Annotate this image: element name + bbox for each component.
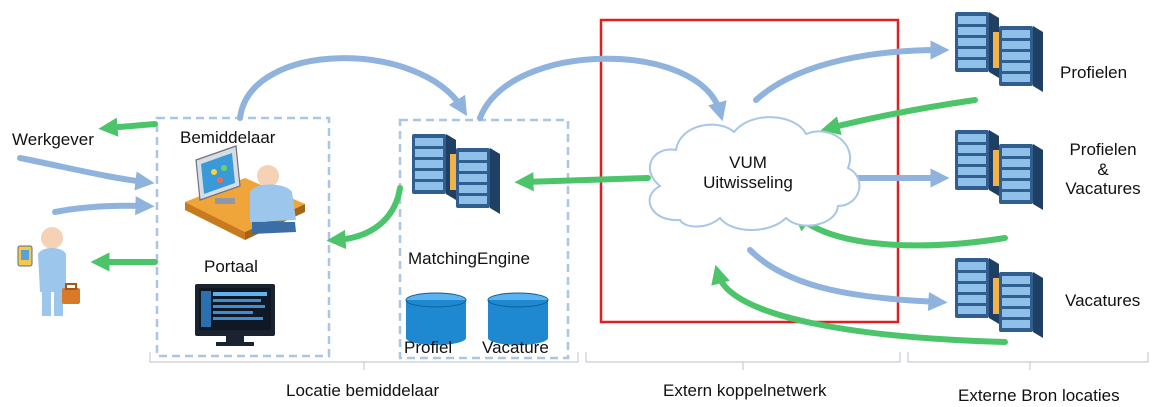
blue-arrows [17, 40, 950, 312]
section-externe-bron-locaties: Externe Bron locaties [958, 386, 1120, 405]
vacature-db-label: Vacature [482, 338, 549, 357]
profielen-vacatures-line2: & [1097, 159, 1109, 179]
green-arrows [90, 97, 1008, 345]
portaal-label: Portaal [204, 257, 258, 276]
vum-label: VUM Uitwisseling [680, 153, 816, 192]
monitor-icon [195, 284, 275, 346]
matching-engine-box [398, 118, 570, 360]
profielen-vacatures-server-icon [955, 130, 1043, 210]
vum-label-line2: Uitwisseling [703, 172, 793, 192]
bemiddelaar-label: Bemiddelaar [180, 128, 276, 147]
section-brackets [149, 352, 1149, 370]
profielen-label: Profielen [1060, 63, 1128, 82]
matching-engine-label: MatchingEngine [408, 249, 530, 268]
section-locatie-bemiddelaar: Locatie bemiddelaar [286, 381, 440, 400]
profielen-server-icon [955, 12, 1043, 92]
cloud-icon [648, 116, 861, 231]
profiel-db-label: Profiel [404, 338, 453, 357]
extern-koppelnetwerk-highlight [599, 18, 900, 324]
person-at-desk-icon [185, 145, 305, 240]
profielen-vacatures-line1: Profielen [1069, 140, 1137, 159]
vum-label-line1: VUM [729, 153, 767, 172]
matching-engine-server-icon [412, 134, 500, 214]
vacatures-server-icon [955, 258, 1043, 338]
vacatures-label: Vacatures [1065, 291, 1141, 310]
profielen-vacatures-line3: Vacatures [1065, 179, 1141, 199]
section-extern-koppelnetwerk: Extern koppelnetwerk [663, 381, 827, 400]
person-with-briefcase-icon [17, 227, 80, 316]
werkgever-label: Werkgever [12, 130, 94, 149]
profielen-vacatures-label: Profielen & Vacatures [1055, 140, 1151, 199]
